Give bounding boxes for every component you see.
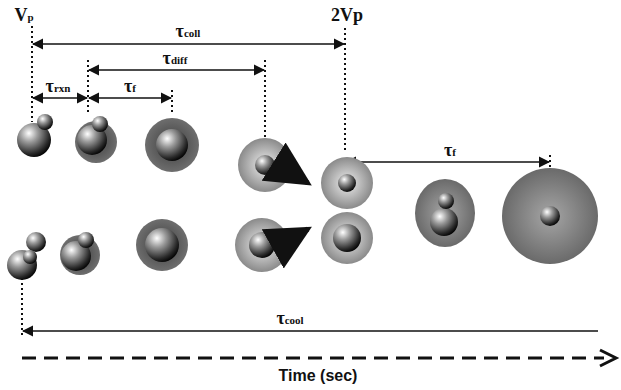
timescale-label: τcool <box>274 309 305 327</box>
timescale-label: τcoll <box>174 22 203 40</box>
volume-label: 2Vp <box>329 6 365 24</box>
timescale-label: τrxn <box>44 77 73 95</box>
timescale-label: τf <box>442 141 458 159</box>
timescale-label: τdiff <box>161 49 190 67</box>
volume-label: Vp <box>12 6 35 24</box>
axis-title: Time (sec) <box>277 368 360 384</box>
timescale-label: τf <box>122 77 138 95</box>
